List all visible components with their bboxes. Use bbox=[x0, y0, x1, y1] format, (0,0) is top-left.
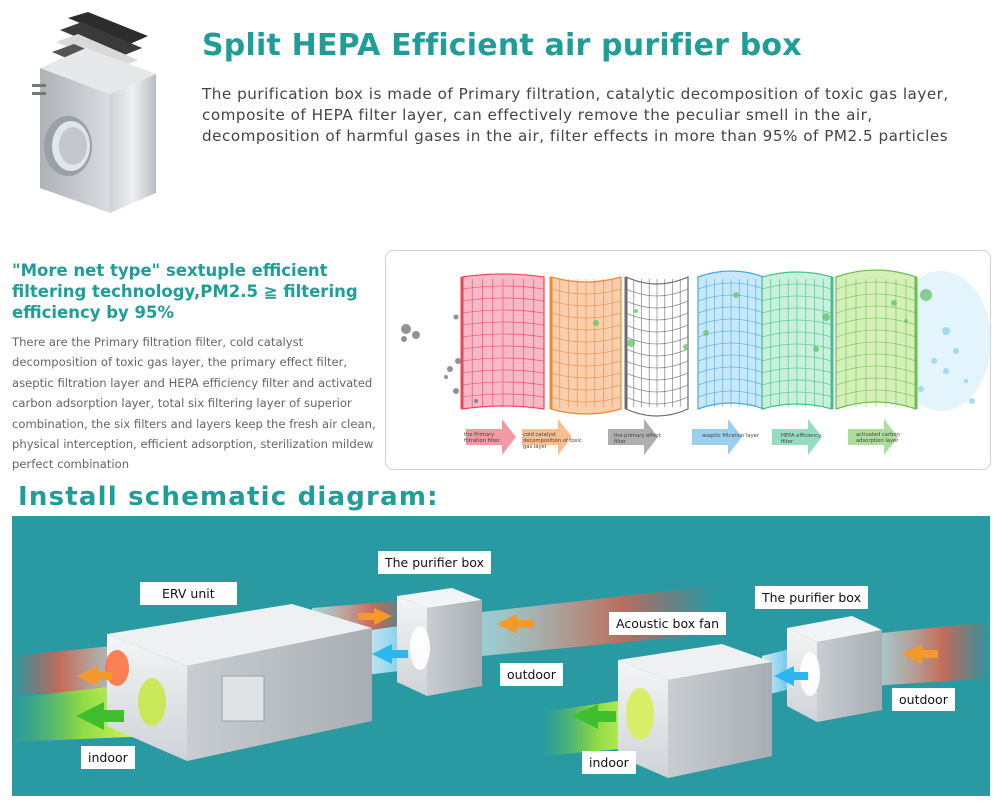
outdoor-label-1: outdoor bbox=[500, 663, 563, 686]
purifier-box-image bbox=[30, 8, 180, 223]
particle-dot bbox=[453, 314, 459, 320]
particle-dot bbox=[593, 320, 599, 326]
layer-label-primary-filtration: the Primary filtration filter bbox=[464, 432, 500, 444]
purifier-box-label-1: The purifier box bbox=[378, 551, 491, 574]
indoor-label-2: indoor bbox=[582, 751, 636, 774]
technology-description: There are the Primary filtration filter,… bbox=[12, 335, 376, 472]
particle-dot bbox=[703, 330, 709, 336]
particle-dot bbox=[920, 289, 932, 301]
particle-dot bbox=[447, 366, 453, 372]
particle-dot bbox=[822, 313, 830, 321]
filter-layer-4 bbox=[697, 270, 766, 410]
flow-arrow-6 bbox=[848, 419, 898, 455]
particle-dot bbox=[474, 399, 478, 403]
particle-dot bbox=[969, 398, 975, 404]
particle-dot bbox=[904, 319, 908, 323]
particle-dot bbox=[953, 348, 959, 354]
flow-arrow-2 bbox=[522, 419, 572, 455]
erv-unit-label: ERV unit bbox=[140, 582, 237, 605]
particle-dot bbox=[412, 331, 420, 339]
install-schematic: ERV unit The purifier box outdoor indoor… bbox=[12, 516, 990, 796]
particle-dot bbox=[455, 358, 461, 364]
particle-dot bbox=[683, 344, 689, 350]
purifier-box-label-2: The purifier box bbox=[755, 586, 868, 609]
intro-paragraph: The purification box is made of Primary … bbox=[202, 85, 949, 145]
particle-dot bbox=[964, 379, 968, 383]
particle-dot bbox=[401, 336, 407, 342]
filter-layer-3 bbox=[624, 276, 689, 417]
layer-label-aseptic: aseptic filtration layer bbox=[702, 433, 759, 439]
filter-layer-6 bbox=[835, 269, 918, 410]
flow-arrow-1 bbox=[466, 419, 516, 455]
particle-dot bbox=[943, 368, 949, 374]
particle-dot bbox=[931, 358, 937, 364]
flow-arrow-4 bbox=[692, 419, 742, 455]
particle-dot bbox=[813, 346, 819, 352]
outdoor-label-2: outdoor bbox=[892, 688, 955, 711]
install-heading: Install schematic diagram: bbox=[18, 482, 439, 512]
particle-dot bbox=[634, 309, 638, 313]
technology-heading: "More net type" sextuple efficient filte… bbox=[12, 261, 358, 322]
indoor-label-1: indoor bbox=[81, 746, 135, 769]
filter-layers-diagram: the Primary filtration filter cold catal… bbox=[385, 250, 991, 470]
particle-dot bbox=[942, 327, 950, 335]
particle-dot bbox=[891, 300, 897, 306]
filter-layer-1 bbox=[460, 273, 545, 410]
acoustic-box-fan-label: Acoustic box fan bbox=[609, 612, 727, 635]
flow-arrow-3 bbox=[608, 419, 658, 455]
layer-label-hepa: HEPA efficiency filter bbox=[781, 433, 822, 445]
filter-layer-2 bbox=[549, 276, 622, 415]
particle-dot bbox=[627, 339, 635, 347]
page-title: Split HEPA Efficient air purifier box bbox=[202, 28, 802, 63]
particle-dot bbox=[733, 292, 739, 298]
layer-label-cold-catalyst: cold catalyst decomposition of toxic gas… bbox=[523, 432, 582, 450]
layer-label-primary-effect: the primary effect filter bbox=[614, 433, 661, 445]
particle-dot bbox=[453, 388, 459, 394]
particle-dot bbox=[918, 386, 924, 392]
particle-dot bbox=[401, 324, 411, 334]
layer-label-activated-carbon: activated carbon adsorption layer bbox=[856, 432, 900, 444]
flow-arrow-5 bbox=[772, 419, 822, 455]
filter-layer-5 bbox=[761, 271, 834, 410]
particle-dot bbox=[444, 375, 448, 379]
